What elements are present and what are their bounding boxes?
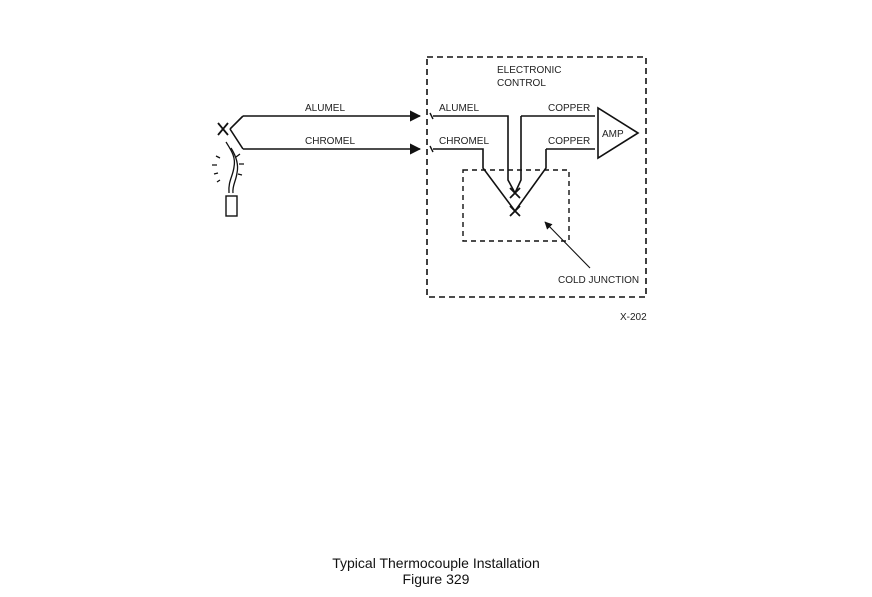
drawing-number: X-202 xyxy=(620,312,647,323)
internal-wires xyxy=(433,115,595,212)
copper-top-label: COPPER xyxy=(548,103,590,114)
thermocouple-diagram: ELECTRONIC CONTROL ALUMEL CHROMEL ALUMEL… xyxy=(212,56,647,323)
cold-junction-x-icon xyxy=(509,187,521,217)
chromel-inside-label: CHROMEL xyxy=(439,136,489,147)
cold-junction-label: COLD JUNCTION xyxy=(558,275,639,286)
figure-title: Typical Thermocouple Installation xyxy=(332,555,540,571)
amplifier-triangle-icon xyxy=(597,106,640,160)
control-label-line1: ELECTRONIC xyxy=(497,65,561,76)
control-label-line2: CONTROL xyxy=(497,78,546,89)
flame-icon xyxy=(212,141,244,194)
terminal-ticks xyxy=(429,112,434,153)
alumel-inside-label: ALUMEL xyxy=(439,103,479,114)
burner-icon xyxy=(225,195,238,217)
hot-junction-x-icon xyxy=(217,122,229,136)
cold-junction-pointer xyxy=(544,221,591,269)
copper-bottom-label: COPPER xyxy=(548,136,590,147)
outside-wires xyxy=(229,110,422,155)
cold-junction-box xyxy=(462,169,570,242)
alumel-outside-label: ALUMEL xyxy=(305,103,345,114)
amp-label: AMP xyxy=(602,129,624,140)
figure-number: Figure 329 xyxy=(402,571,470,587)
chromel-outside-label: CHROMEL xyxy=(305,136,355,147)
electronic-control-box xyxy=(426,56,647,298)
